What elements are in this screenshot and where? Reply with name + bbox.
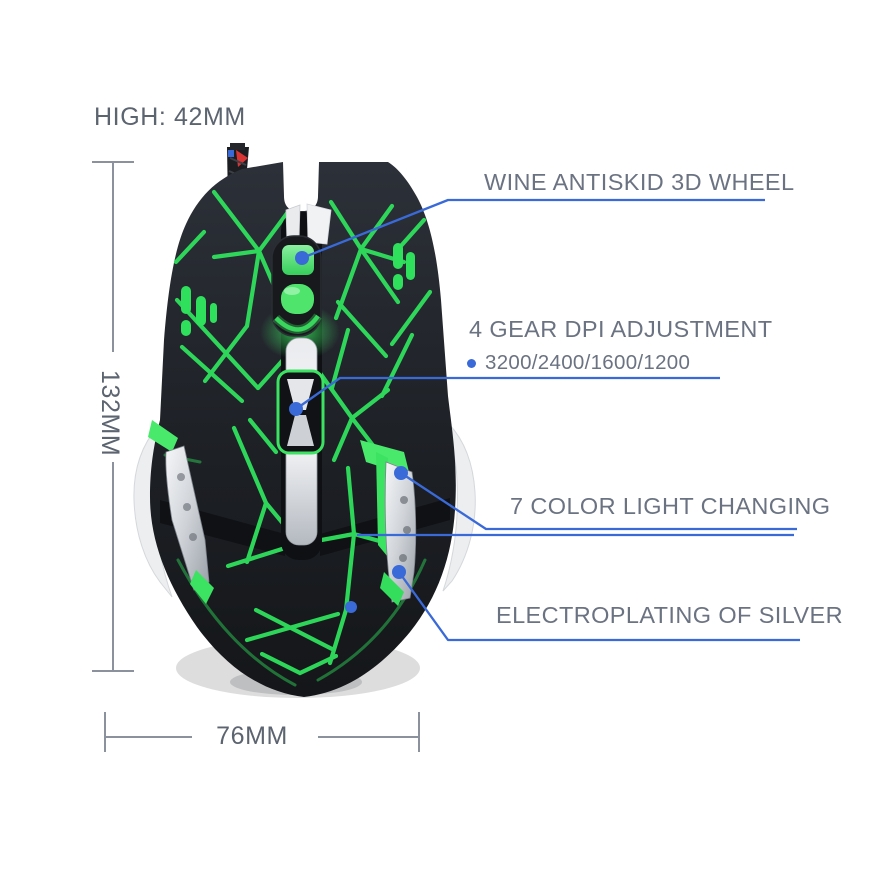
callout-light-label: 7 COLOR LIGHT CHANGING: [510, 493, 831, 519]
left-silver-panel: [148, 420, 214, 604]
dimension-width-line: [104, 712, 420, 752]
callout-dpi-values: 3200/2400/1600/1200: [467, 351, 690, 375]
callout-line-dpi: [289, 376, 720, 416]
callout-line-plating: [345, 565, 800, 642]
dimension-height-line: [92, 161, 134, 672]
right-silver-panel: [360, 440, 417, 606]
side-led-indicators: [181, 243, 415, 336]
callout-wheel-label: WINE ANTISKID 3D WHEEL: [484, 169, 795, 195]
callout-line-wheel: [295, 198, 765, 265]
bullet-dot-icon: [467, 359, 476, 368]
scroll-wheel: [260, 235, 340, 360]
width-dimension-label: 76MM: [216, 722, 288, 750]
callout-plating-label: ELECTROPLATING OF SILVER: [496, 602, 843, 628]
length-dimension-label: 132MM: [96, 370, 124, 457]
callout-line-light: [357, 466, 797, 537]
dpi-values-text: 3200/2400/1600/1200: [485, 351, 691, 374]
callout-dpi-label: 4 GEAR DPI ADJUSTMENT: [469, 316, 773, 342]
led-light-pattern: [173, 189, 433, 676]
height-dimension-label: HIGH: 42MM: [94, 103, 246, 131]
